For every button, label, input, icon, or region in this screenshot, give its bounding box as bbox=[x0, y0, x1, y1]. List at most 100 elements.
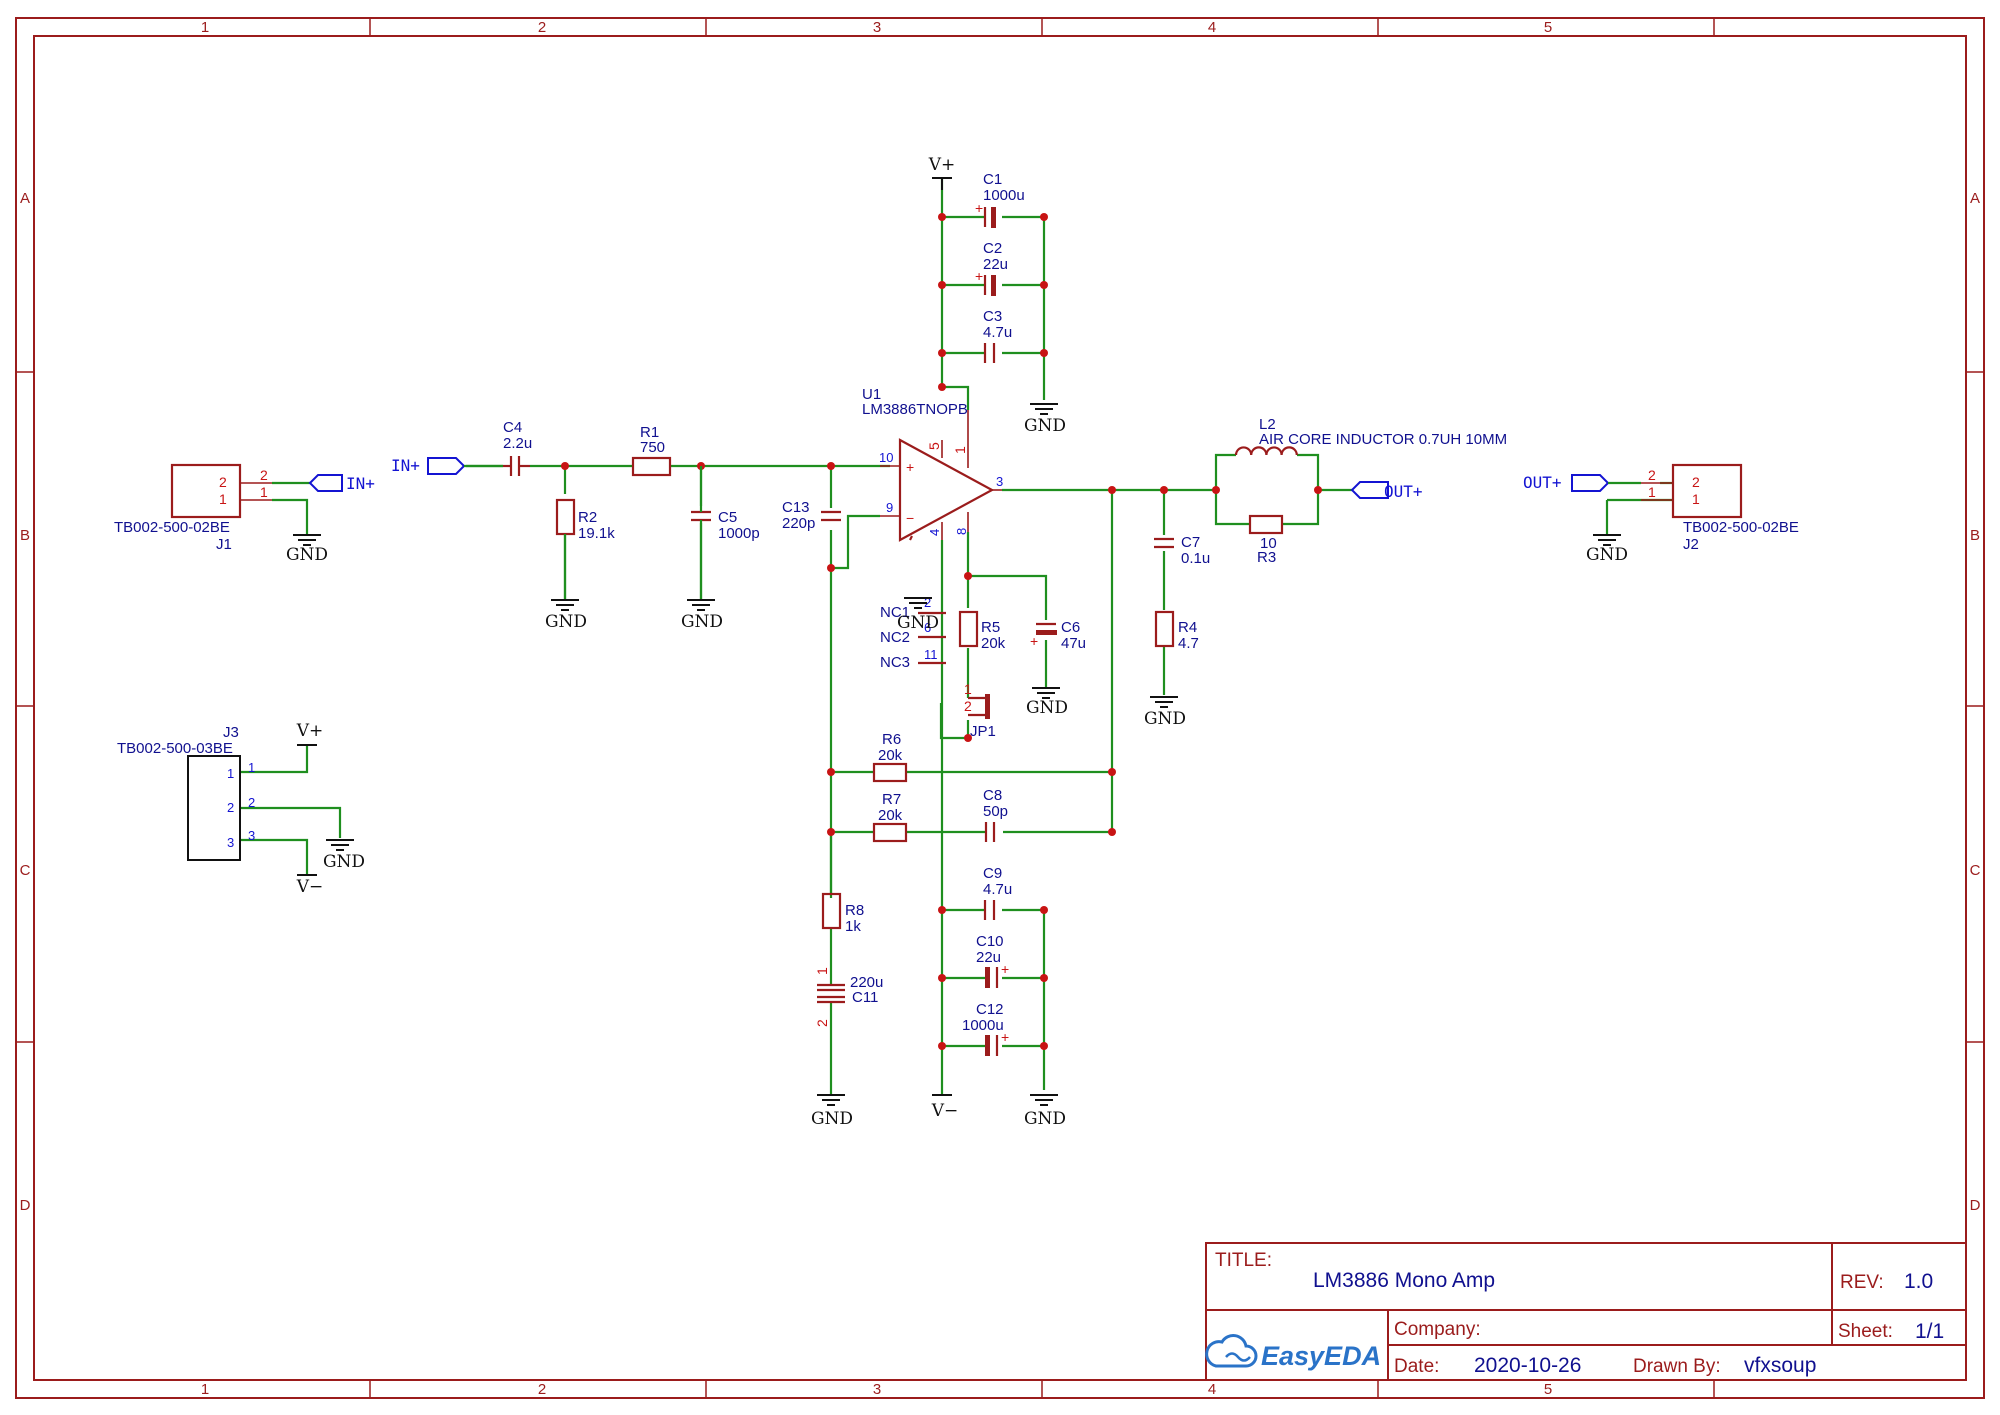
resistor-r8[interactable]: R8 1k bbox=[821, 892, 864, 935]
col-label-2-bottom: 2 bbox=[538, 1381, 546, 1398]
c12-ref: C12 bbox=[976, 1001, 1004, 1018]
c5-value: 1000p bbox=[718, 525, 760, 542]
inductor-l2[interactable]: L2 AIR CORE INDUCTOR 0.7UH 10MM bbox=[1234, 416, 1507, 456]
capacitor-c11[interactable]: 1 2 220u C11 bbox=[814, 967, 883, 1027]
svg-text:GND: GND bbox=[1586, 545, 1628, 565]
row-label-b: B bbox=[20, 527, 30, 544]
svg-text:+: + bbox=[975, 200, 983, 216]
rev-value: 1.0 bbox=[1904, 1270, 1933, 1293]
c6-ref: C6 bbox=[1061, 619, 1080, 636]
r4-ref: R4 bbox=[1178, 619, 1197, 636]
r4-value: 4.7 bbox=[1178, 635, 1199, 652]
c4-value: 2.2u bbox=[503, 435, 532, 452]
row-label-c-right: C bbox=[1970, 862, 1981, 879]
gnd-symbol-bottom-rail: GND bbox=[1024, 1094, 1066, 1129]
connector-j2[interactable]: 2 1 2 1 TB002-500-02BE J2 bbox=[1641, 463, 1799, 553]
nc-pin-2: 2 bbox=[924, 595, 931, 610]
j3-ref: J3 bbox=[223, 724, 239, 741]
svg-text:GND: GND bbox=[286, 545, 328, 565]
resistor-r1[interactable]: R1 750 bbox=[631, 424, 672, 477]
u1-pin-8: 8 bbox=[954, 528, 969, 535]
c13-value: 220p bbox=[782, 515, 815, 532]
capacitor-c8[interactable]: C8 50p bbox=[983, 787, 1008, 842]
svg-text:+: + bbox=[1001, 1029, 1009, 1045]
capacitor-c12[interactable]: + C12 1000u bbox=[962, 1001, 1009, 1056]
capacitor-c5[interactable]: C5 1000p bbox=[691, 466, 760, 600]
j3-pin-2-outer: 2 bbox=[248, 795, 255, 810]
svg-text:OUT+: OUT+ bbox=[1523, 473, 1562, 492]
c7-value: 0.1u bbox=[1181, 550, 1210, 567]
c6-value: 47u bbox=[1061, 635, 1086, 652]
u1-pin-1: 1 bbox=[952, 446, 968, 454]
svg-text:V+: V+ bbox=[928, 155, 956, 175]
capacitor-c2[interactable]: + C2 22u bbox=[975, 240, 1008, 296]
net-flag-in-plus-j1: IN+ bbox=[308, 474, 375, 493]
cloud-icon bbox=[1205, 1334, 1258, 1368]
easyeda-logo: EasyEDA bbox=[1261, 1341, 1381, 1371]
nc3-label: NC3 bbox=[880, 654, 910, 671]
u1-minus-sign: − bbox=[906, 510, 914, 526]
j2-ref: J2 bbox=[1683, 536, 1699, 553]
c2-value: 22u bbox=[983, 256, 1008, 273]
svg-text:GND: GND bbox=[1024, 416, 1066, 436]
u1-pin-10: 10 bbox=[879, 450, 893, 465]
c11-ref: C11 bbox=[852, 989, 878, 1006]
col-label-5: 5 bbox=[1544, 19, 1552, 36]
u1-plus-sign: + bbox=[906, 459, 914, 475]
gnd-symbol-c11: GND bbox=[811, 1094, 853, 1129]
jp1-ref: JP1 bbox=[970, 723, 996, 740]
capacitor-c3[interactable]: C3 4.7u bbox=[983, 308, 1012, 363]
l2-ref: L2 bbox=[1259, 416, 1276, 433]
svg-text:GND: GND bbox=[1026, 698, 1068, 718]
gnd-symbol-c6: GND bbox=[1026, 687, 1068, 718]
j1-value: TB002-500-02BE bbox=[114, 519, 230, 536]
capacitor-c4[interactable]: C4 2.2u bbox=[503, 419, 532, 476]
u1-value: LM3886TNOPB bbox=[862, 401, 968, 418]
capacitor-c1[interactable]: + C1 1000u bbox=[975, 171, 1025, 228]
gnd-symbol-top-rail: GND bbox=[1024, 403, 1066, 436]
c11-value: 220u bbox=[850, 974, 883, 991]
svg-text:V+: V+ bbox=[296, 721, 324, 741]
gnd-symbol-u1: GND bbox=[897, 597, 939, 633]
r1-value: 750 bbox=[640, 439, 665, 456]
net-flag-out-plus-j2: OUT+ bbox=[1523, 473, 1641, 492]
capacitor-c6[interactable]: + C6 47u bbox=[1030, 619, 1086, 652]
resistor-r5[interactable]: R5 20k bbox=[958, 610, 1006, 652]
capacitor-c10[interactable]: + C10 22u bbox=[976, 933, 1009, 988]
svg-text:GND: GND bbox=[545, 612, 587, 632]
u1-pin-5: 5 bbox=[926, 442, 942, 450]
col-label-1: 1 bbox=[201, 19, 209, 36]
capacitor-c7[interactable]: C7 0.1u bbox=[1154, 534, 1210, 567]
svg-text:+: + bbox=[1030, 633, 1038, 649]
j1-pin-1: 1 bbox=[219, 491, 227, 507]
vplus-symbol-j3: V+ bbox=[296, 721, 324, 746]
svg-text:GND: GND bbox=[1024, 1109, 1066, 1129]
gnd-symbol-j2: GND bbox=[1586, 534, 1628, 565]
r3-ref: R3 bbox=[1257, 549, 1276, 566]
connector-j1[interactable]: 2 1 2 1 TB002-500-02BE J1 bbox=[114, 463, 272, 553]
amplifier-u1[interactable]: + − 10 9 3 5 1 4 8 U1 LM3886TNOPB bbox=[862, 386, 1003, 542]
col-label-4: 4 bbox=[1208, 19, 1216, 36]
r5-value: 20k bbox=[981, 635, 1006, 652]
j1-pin-2-outer: 2 bbox=[260, 467, 268, 483]
resistor-r7[interactable]: R7 20k bbox=[872, 791, 908, 843]
capacitor-c9[interactable]: C9 4.7u bbox=[983, 865, 1012, 920]
row-label-b-right: B bbox=[1970, 527, 1980, 544]
capacitor-c13[interactable]: C13 220p bbox=[782, 499, 841, 532]
c8-value: 50p bbox=[983, 803, 1008, 820]
svg-text:GND: GND bbox=[811, 1109, 853, 1129]
gnd-symbol-r4: GND bbox=[1144, 696, 1186, 729]
jumper-jp1[interactable]: 1 2 JP1 bbox=[964, 681, 996, 740]
resistor-r2[interactable]: R2 19.1k bbox=[555, 498, 615, 600]
connector-j3[interactable]: J3 TB002-500-03BE 1 2 3 1 2 3 bbox=[117, 724, 255, 861]
c1-value: 1000u bbox=[983, 187, 1025, 204]
resistor-r6[interactable]: R6 20k bbox=[872, 731, 908, 783]
svg-text:+: + bbox=[975, 268, 983, 284]
company-label: Company: bbox=[1394, 1319, 1481, 1340]
j1-ref: J1 bbox=[216, 536, 232, 553]
c1-ref: C1 bbox=[983, 171, 1002, 188]
resistor-r3[interactable]: 10 R3 bbox=[1248, 514, 1284, 566]
r1-ref: R1 bbox=[640, 424, 659, 441]
resistor-r4[interactable]: R4 4.7 bbox=[1154, 610, 1199, 652]
c4-ref: C4 bbox=[503, 419, 522, 436]
